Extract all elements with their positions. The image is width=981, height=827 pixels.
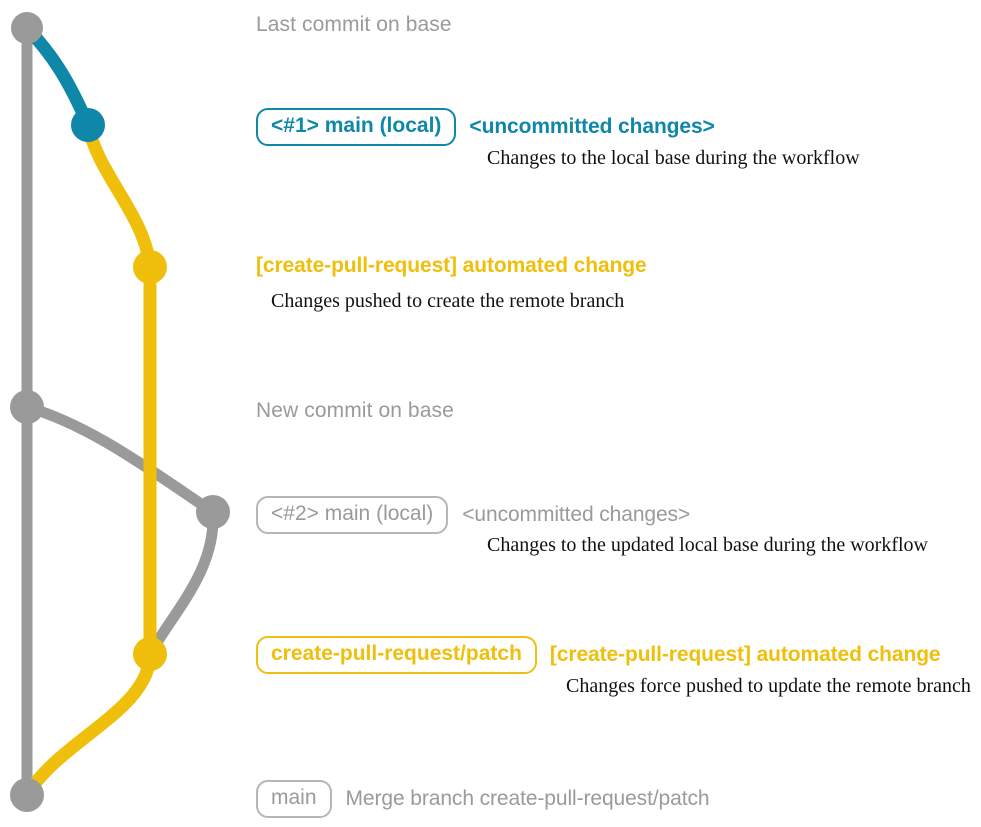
commit-node-remote-1 [133,250,167,284]
row-local-commit-2: <#2> main (local) <uncommitted changes> [256,496,690,534]
annotation-new-commit-on-base: New commit on base [256,399,454,422]
commit-description-local-2: Changes to the updated local base during… [487,534,928,556]
row-new-commit-on-base: New commit on base [256,398,454,424]
local2-to-remote2-curve [144,506,219,660]
commit-description-remote-1: Changes pushed to create the remote bran… [271,290,625,312]
commit-description-local-1: Changes to the local base during the wor… [487,147,860,169]
annotation-last-commit-on-base: Last commit on base [256,13,452,36]
base-to-local2-curve [21,401,219,518]
ref-badge-main[interactable]: main [256,780,332,818]
remote-lane-curve-top [81,118,157,274]
commit-subject-remote-2: [create-pull-request] automated change [549,643,941,666]
local-lane-curve [20,21,95,132]
row-remote-commit-2: create-pull-request/patch [create-pull-re… [256,636,941,674]
commit-subject-remote-1: [create-pull-request] automated change [256,254,647,277]
ref-badge-local-1[interactable]: <#1> main (local) [256,108,457,146]
commit-description-remote-2: Changes force pushed to update the remot… [566,675,971,697]
row-last-commit-on-base: Last commit on base [256,12,452,38]
commit-node-remote-2 [133,637,167,671]
row-remote-commit-1: [create-pull-request] automated change [256,253,647,279]
ref-badge-local-2[interactable]: <#2> main (local) [256,496,449,534]
row-local-commit-1: <#1> main (local) <uncommitted changes> [256,108,715,146]
row-merge-commit: main Merge branch create-pull-request/pat… [256,780,710,818]
commit-node-merge [10,778,44,812]
commit-node-base-new [10,390,44,424]
commit-node-local-1 [71,108,105,142]
ref-badge-remote-2[interactable]: create-pull-request/patch [256,636,537,674]
commit-subject-merge: Merge branch create-pull-request/patch [345,787,710,810]
remote-to-merge-curve [20,647,157,802]
commit-node-base-top [11,12,43,44]
commit-node-local-2 [196,495,230,529]
commit-subject-local-2: <uncommitted changes> [462,503,691,526]
commit-subject-local-1: <uncommitted changes> [469,115,715,138]
